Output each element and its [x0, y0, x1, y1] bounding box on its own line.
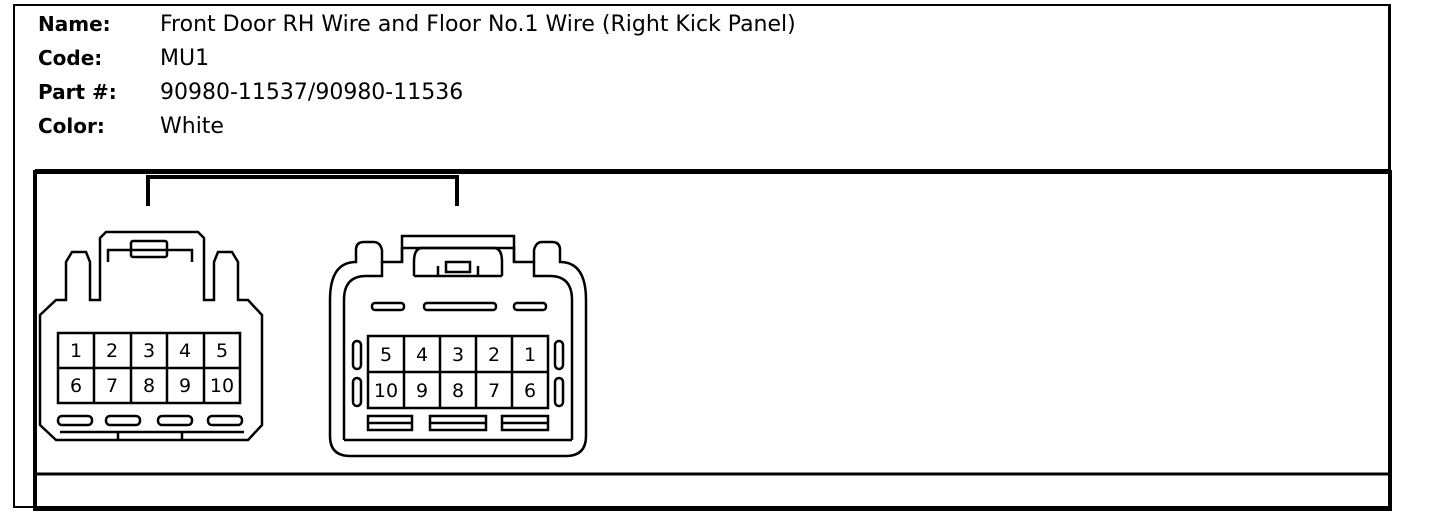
left-pin-4: 4	[179, 340, 191, 362]
name-label: Name:	[38, 12, 111, 36]
name-value: Front Door RH Wire and Floor No.1 Wire (…	[160, 12, 796, 37]
left-pin-3: 3	[143, 340, 155, 362]
diagram-box	[33, 169, 1392, 511]
right-pin-7: 7	[488, 380, 500, 402]
right-pin-10: 10	[374, 380, 398, 402]
right-pin-5: 5	[380, 344, 392, 366]
code-value: MU1	[160, 46, 210, 71]
mating-bracket	[146, 175, 459, 206]
left-pin-2: 2	[106, 340, 118, 362]
left-pin-1: 1	[70, 340, 82, 362]
right-pin-4: 4	[416, 344, 428, 366]
part-label: Part #:	[38, 80, 117, 104]
color-value: White	[160, 114, 224, 139]
left-pin-10: 10	[210, 375, 234, 397]
color-label: Color:	[38, 114, 105, 138]
right-pin-3: 3	[452, 344, 464, 366]
right-pin-1: 1	[524, 344, 536, 366]
right-pin-6: 6	[524, 380, 536, 402]
left-pin-9: 9	[179, 375, 191, 397]
right-connector	[328, 234, 588, 458]
left-connector-pins: 1 2 3 4 5 6 7 8 9 10	[70, 340, 234, 397]
part-value: 90980-11537/90980-11536	[160, 80, 464, 105]
left-pin-8: 8	[143, 375, 155, 397]
left-connector	[38, 230, 264, 442]
right-connector-pins: 5 4 3 2 1 10 9 8 7 6	[374, 344, 536, 402]
left-pin-5: 5	[216, 340, 228, 362]
right-pin-8: 8	[452, 380, 464, 402]
code-label: Code:	[38, 46, 103, 70]
left-pin-7: 7	[106, 375, 118, 397]
left-pin-6: 6	[70, 375, 82, 397]
right-pin-2: 2	[488, 344, 500, 366]
right-pin-9: 9	[416, 380, 428, 402]
